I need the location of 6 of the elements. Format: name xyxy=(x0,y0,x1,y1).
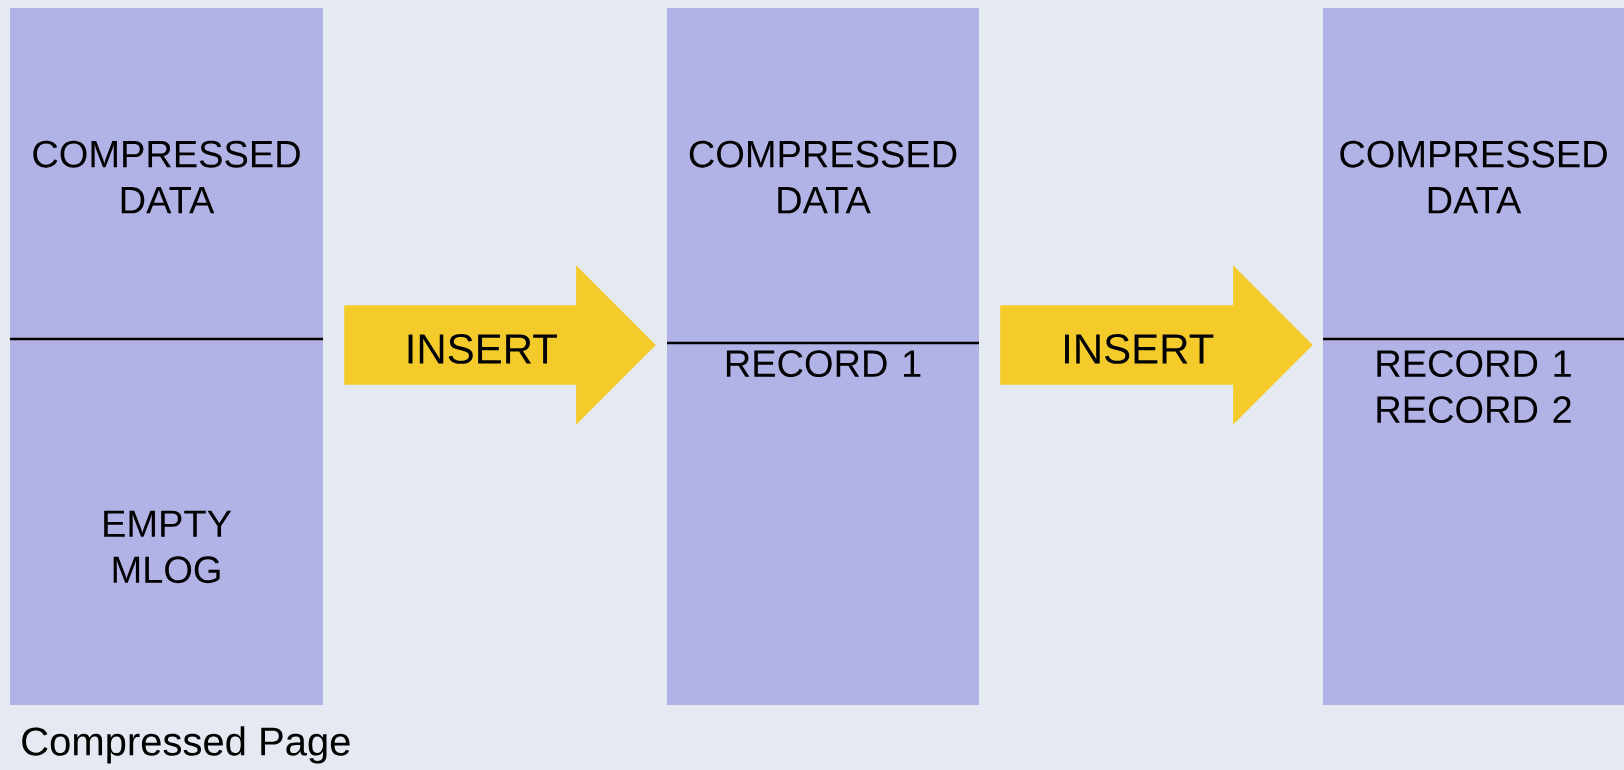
box-label: Compressed Page xyxy=(22,726,350,764)
page-box: COMPRESSED DATA RECORD 1 xyxy=(667,8,979,705)
edge-label: INSERT xyxy=(1060,333,1216,365)
page-box: COMPRESSED DATA RECORD 1 RECORD 2 xyxy=(1323,8,1624,705)
edge-label: INSERT xyxy=(403,333,559,365)
page-box: COMPRESSED DATA EMPTY MLOG xyxy=(10,8,323,705)
